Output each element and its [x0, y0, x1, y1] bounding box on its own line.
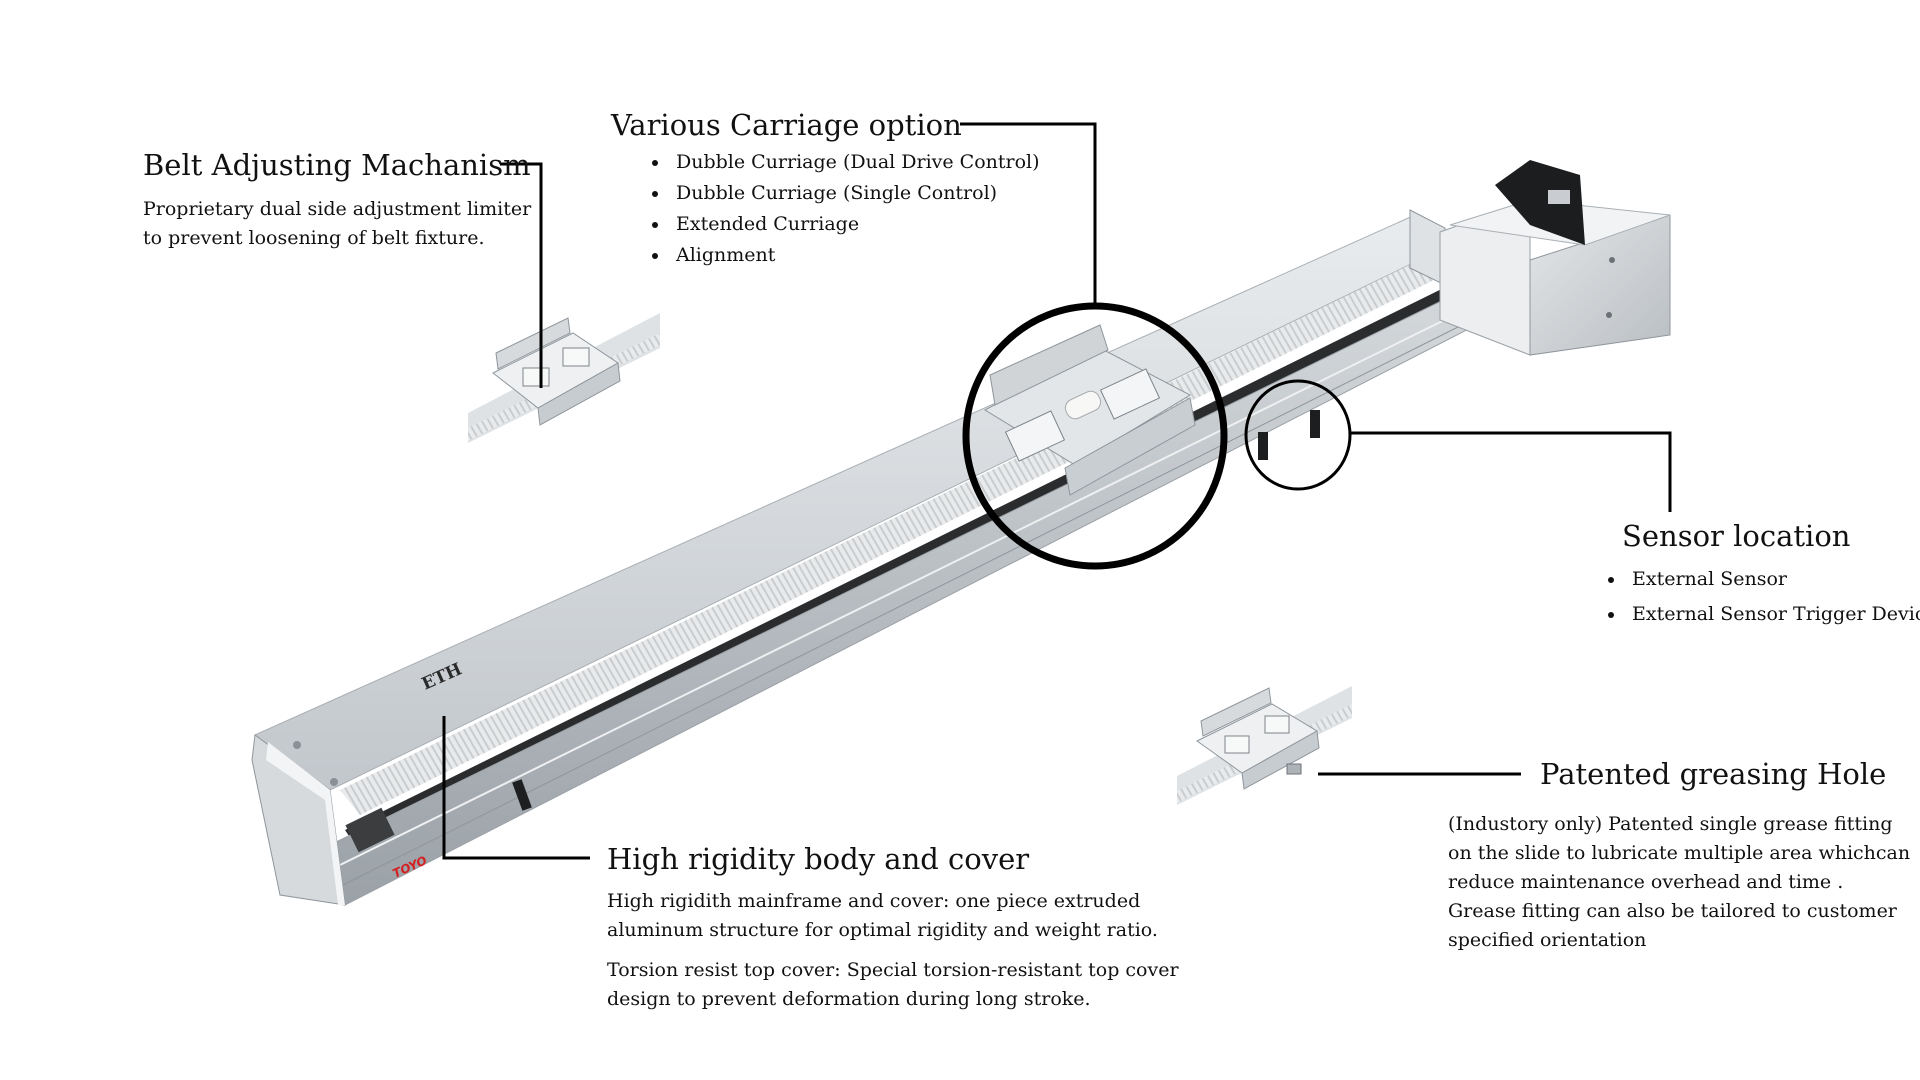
motor-end-block	[1409, 160, 1671, 356]
grease-desc-line: specified orientation	[1448, 929, 1647, 951]
belt-desc-line: to prevent loosening of belt fixture.	[143, 227, 485, 249]
belt-callout-description: Proprietary dual side adjustment limiter…	[143, 195, 531, 253]
carriage-options-list: Dubble Curriage (Dual Drive Control) Dub…	[644, 147, 1040, 271]
sensor-right	[1310, 410, 1320, 438]
sensor-callout: Sensor location External Sensor External…	[1600, 518, 1920, 632]
carriage-callout: Various Carriage option Dubble Curriage …	[611, 107, 1040, 271]
actuator-body	[251, 214, 1491, 906]
sensor-connector-line	[1350, 431, 1672, 512]
belt-desc-line: Proprietary dual side adjustment limiter	[143, 198, 532, 220]
carriage-option-item: Extended Curriage	[644, 209, 1040, 240]
carriage-option-item: Dubble Curriage (Dual Drive Control)	[644, 147, 1040, 178]
greasing-hole-inset	[1177, 676, 1352, 805]
rigidity-desc-line: High rigidith mainframe and cover: one p…	[607, 890, 1141, 912]
sensor-left	[1258, 432, 1268, 460]
grease-callout-title: Patented greasing Hole	[1540, 757, 1887, 791]
belt-connector-line	[500, 162, 543, 388]
sensor-callout-title: Sensor location	[1622, 519, 1851, 553]
carriage-callout-title: Various Carriage option	[611, 108, 962, 142]
belt-callout-title: Belt Adjusting Machanism	[143, 148, 531, 182]
grease-callout-description: (Industory only) Patented single grease …	[1448, 810, 1910, 955]
carriage-option-item: Alignment	[644, 240, 1040, 271]
carriage	[983, 324, 1196, 496]
sensor-option-item: External Sensor Trigger Device	[1600, 597, 1920, 632]
grease-desc-line: (Industory only) Patented single grease …	[1448, 813, 1893, 835]
sensor-highlight-circle	[1244, 379, 1352, 491]
rigidity-desc-line: Torsion resist top cover: Special torsio…	[607, 959, 1179, 981]
grease-desc-line: on the slide to lubricate multiple area …	[1448, 842, 1911, 864]
rigidity-paragraph-top-cover: Torsion resist top cover: Special torsio…	[607, 956, 1179, 1014]
grease-desc-line: reduce maintenance overhead and time .	[1448, 871, 1844, 893]
belt-adjust-inset	[468, 303, 660, 443]
carriage-option-item: Dubble Curriage (Single Control)	[644, 178, 1040, 209]
carriage-connector-line	[960, 122, 1097, 305]
rigidity-desc-line: aluminum structure for optimal rigidity …	[607, 919, 1158, 941]
carriage-highlight-circle	[962, 302, 1228, 570]
rigidity-callout: High rigidity body and cover High rigidi…	[607, 841, 1179, 1025]
rigidity-callout-description: High rigidith mainframe and cover: one p…	[607, 887, 1179, 1014]
rigidity-desc-line: design to prevent deformation during lon…	[607, 988, 1091, 1010]
rigidity-paragraph-mainframe: High rigidith mainframe and cover: one p…	[607, 887, 1179, 945]
belt-callout: Belt Adjusting Machanism Proprietary dua…	[143, 147, 531, 253]
rigidity-callout-title: High rigidity body and cover	[607, 842, 1030, 876]
rigidity-connector-line	[442, 716, 590, 860]
sensor-option-item: External Sensor	[1600, 562, 1920, 597]
sensor-options-list: External Sensor External Sensor Trigger …	[1600, 562, 1920, 632]
grease-desc-line: Grease fitting can also be tailored to c…	[1448, 900, 1897, 922]
